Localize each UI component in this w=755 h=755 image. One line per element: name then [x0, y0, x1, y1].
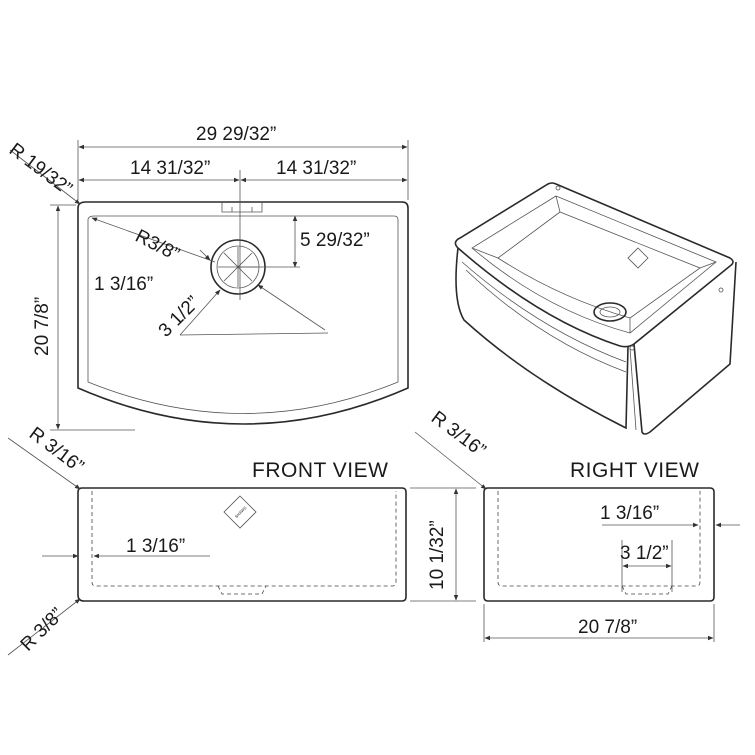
front-top-radius-label: R 3/16”: [25, 423, 87, 477]
brand-logo-icon: [223, 495, 257, 529]
right-top-radius-label: R 3/16”: [427, 407, 489, 461]
front-logo: SHAWS: [223, 495, 257, 529]
isometric-logo-icon: [627, 247, 649, 269]
right-view: [414, 431, 740, 642]
top-view-outer-outline: [77, 201, 409, 425]
right-depth-label: 20 7/8”: [578, 617, 637, 638]
overall-width-label: 29 29/32”: [196, 124, 276, 145]
isometric-view: [454, 182, 737, 435]
brand-logo-text: SHAWS: [234, 505, 248, 519]
right-wall-thickness-label: 1 3/16”: [600, 503, 659, 524]
front-bottom-radius-label: R 3/8”: [17, 604, 68, 655]
top-view-inner-outline: [87, 215, 399, 414]
isometric-drain: [593, 302, 627, 322]
front-wall-thickness-label: 1 3/16”: [126, 536, 185, 557]
top-view: [9, 140, 409, 431]
half-width-right-label: 14 31/32”: [276, 158, 356, 179]
right-view-title: RIGHT VIEW: [570, 459, 699, 482]
top-depth-label: 20 7/8”: [32, 297, 53, 356]
faucet-bracket: [221, 202, 263, 213]
corner-radius-label: R 19/32”: [5, 139, 76, 200]
inner-radius-label: R3/8”: [132, 226, 183, 266]
front-height-label: 10 1/32”: [427, 520, 448, 590]
top-wall-thickness-label: 1 3/16”: [94, 274, 153, 295]
right-drain-diameter-label: 3 1/2”: [620, 543, 669, 564]
half-width-left-label: 14 31/32”: [130, 158, 210, 179]
drain-offset-label: 5 29/32”: [300, 230, 370, 251]
front-view-title: FRONT VIEW: [252, 459, 388, 482]
